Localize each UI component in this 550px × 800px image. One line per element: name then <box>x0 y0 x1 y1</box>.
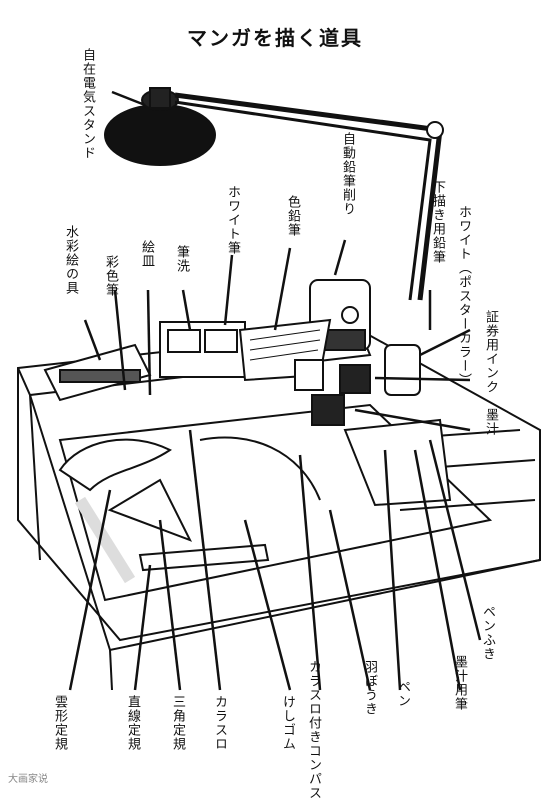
label-sharpener: 自動鉛筆削り <box>340 132 355 216</box>
label-compass: カラスロ付きコンパス <box>306 660 321 800</box>
label-brush-washer: 筆洗 <box>174 245 189 273</box>
label-white-pen: ホワイト筆 <box>225 185 240 255</box>
label-watercolor: 水彩絵の具 <box>63 225 78 295</box>
drafting-tools <box>58 418 452 584</box>
desk-lamp <box>104 87 444 301</box>
page-title: マンガを描く道具 <box>187 26 363 50</box>
label-triangle: 三角定規 <box>170 695 185 751</box>
label-straight-ruler: 直線定規 <box>125 695 140 751</box>
label-eraser: けしゴム <box>280 695 295 751</box>
label-palette: 絵皿 <box>139 240 154 268</box>
watermark: 大画家说 <box>8 774 48 785</box>
label-white-poster: ホワイト（ポスターカラー） <box>456 205 471 387</box>
label-desk-lamp: 自在電気スタンド <box>80 48 95 160</box>
label-crow-pen: カラスロ <box>212 695 227 751</box>
label-pen-wiper: ペンふき <box>480 605 495 661</box>
label-drafting-pencil: 下描き用鉛筆 <box>430 180 445 264</box>
ink-bottles <box>294 344 421 426</box>
label-pen: ペン <box>395 680 410 708</box>
label-sumi: 墨汁 <box>483 408 498 436</box>
label-feather: 羽ぼうき <box>362 660 377 716</box>
label-colored-pencil: 色鉛筆 <box>285 195 300 237</box>
leader-lines <box>68 90 482 691</box>
label-ink: 証券用インク <box>483 310 498 394</box>
label-cloud-ruler: 雲形定規 <box>52 695 67 751</box>
label-color-brush: 彩色筆 <box>103 255 118 297</box>
label-ink-brush: 墨汁用筆 <box>452 655 467 711</box>
